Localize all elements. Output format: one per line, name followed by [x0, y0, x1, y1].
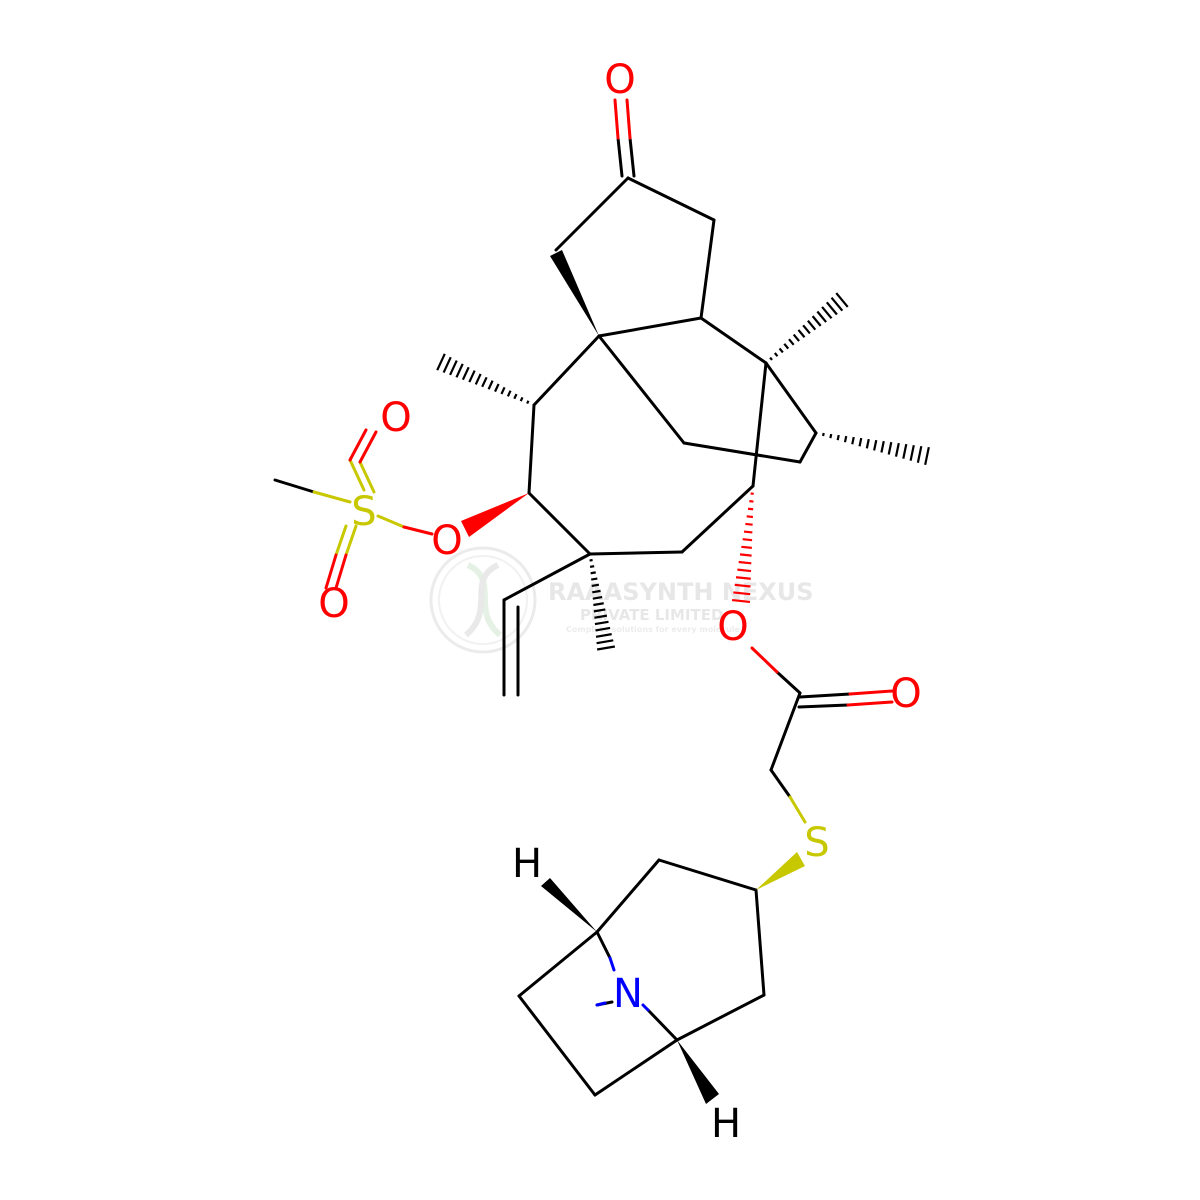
atom-sulfonyl-oxygen-top: O	[380, 395, 411, 441]
atom-hydrogen-bottom: H	[711, 1101, 741, 1147]
watermark-tagline: Complete solutions for every molecule	[566, 625, 741, 634]
atom-carbonyl-oxygen: O	[890, 671, 921, 717]
hash-bond-methyl-top-right	[769, 292, 849, 361]
atom-thioether-sulfur: S	[804, 820, 829, 866]
watermark-name: RAAASYNTH NEXUS	[548, 578, 814, 606]
heteroatom-bond-lines	[312, 98, 894, 1012]
wedge-bonds	[461, 250, 805, 1104]
atom-labels: O O S O O O O S N H H	[318, 57, 921, 1147]
hash-bond-ester-oxygen	[731, 492, 754, 604]
atom-amine-nitrogen: N	[613, 971, 643, 1017]
hash-bonds	[436, 292, 930, 651]
company-logo-icon	[429, 546, 537, 654]
atom-sulfonyl-oxygen-bottom: O	[318, 581, 349, 627]
hash-bond-methyl-left	[436, 353, 530, 404]
company-watermark: RAAASYNTH NEXUS PRIVATE LIMITED Complete…	[429, 546, 814, 654]
hash-bond-methyl-right	[822, 432, 930, 466]
atom-ester-oxygen: O	[717, 604, 748, 650]
atom-mesylate-oxygen: O	[431, 518, 462, 564]
hash-bond-methyl-bottom	[589, 558, 616, 651]
atom-hydrogen-top: H	[512, 841, 542, 887]
bond-lines	[273, 136, 852, 1097]
watermark-subtitle: PRIVATE LIMITED	[580, 606, 723, 624]
atom-sulfonyl-sulfur: S	[351, 489, 376, 535]
atom-ketone-oxygen: O	[604, 57, 635, 103]
